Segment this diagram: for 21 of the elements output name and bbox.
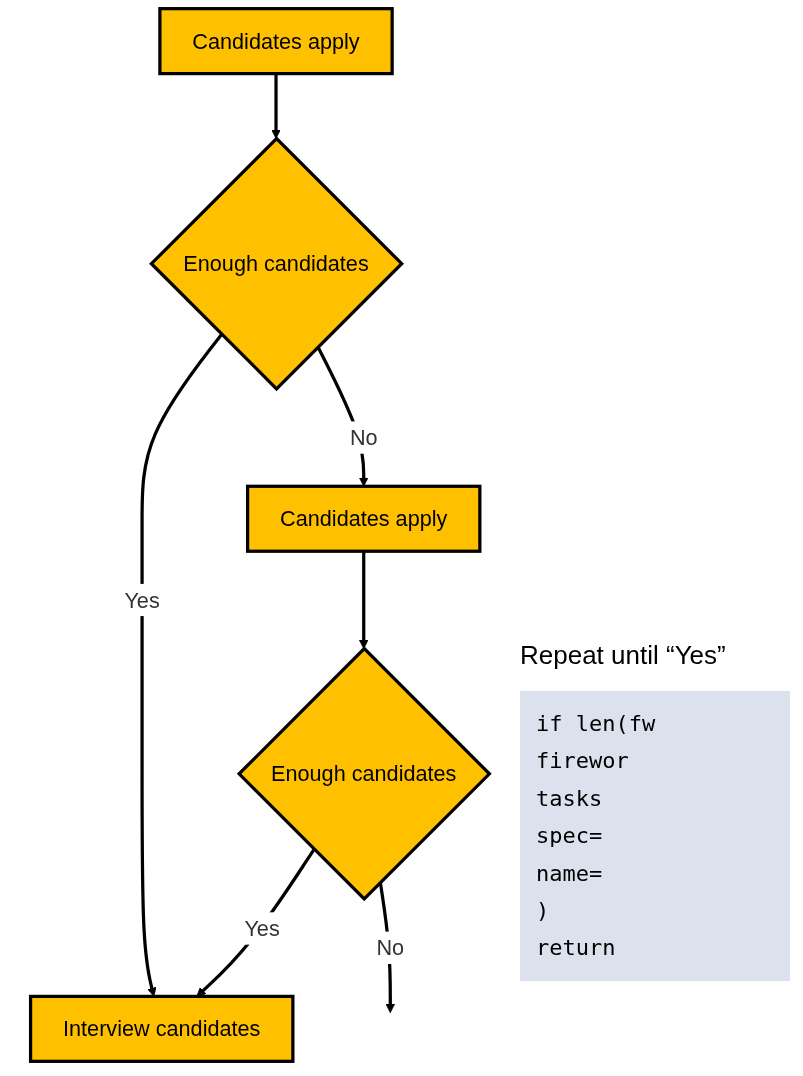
edge-label: No [376, 935, 405, 960]
code-line: return [536, 934, 617, 963]
edge-label: No [349, 425, 378, 450]
node-box: Interview candidates [28, 994, 295, 1063]
node-diamond: Enough candidates [236, 646, 492, 902]
edge-label: Yes [244, 916, 280, 941]
code-line: firewor [536, 747, 630, 776]
node-box: Candidates apply [158, 7, 394, 76]
node-box: Candidates apply [245, 484, 482, 553]
code-line: spec= [536, 822, 604, 851]
arrow [358, 551, 369, 650]
code-line: tasks [536, 784, 604, 813]
node-diamond: Enough candidates [149, 136, 404, 392]
edge-label: Yes [124, 588, 160, 612]
code-line: ) [536, 896, 551, 925]
code-line: if len(fw [536, 710, 657, 738]
arrow [140, 333, 223, 997]
note-text: Repeat until “Yes” [520, 640, 726, 671]
code-line: name= [536, 859, 604, 888]
arrow [271, 73, 281, 139]
arrow [196, 848, 316, 997]
